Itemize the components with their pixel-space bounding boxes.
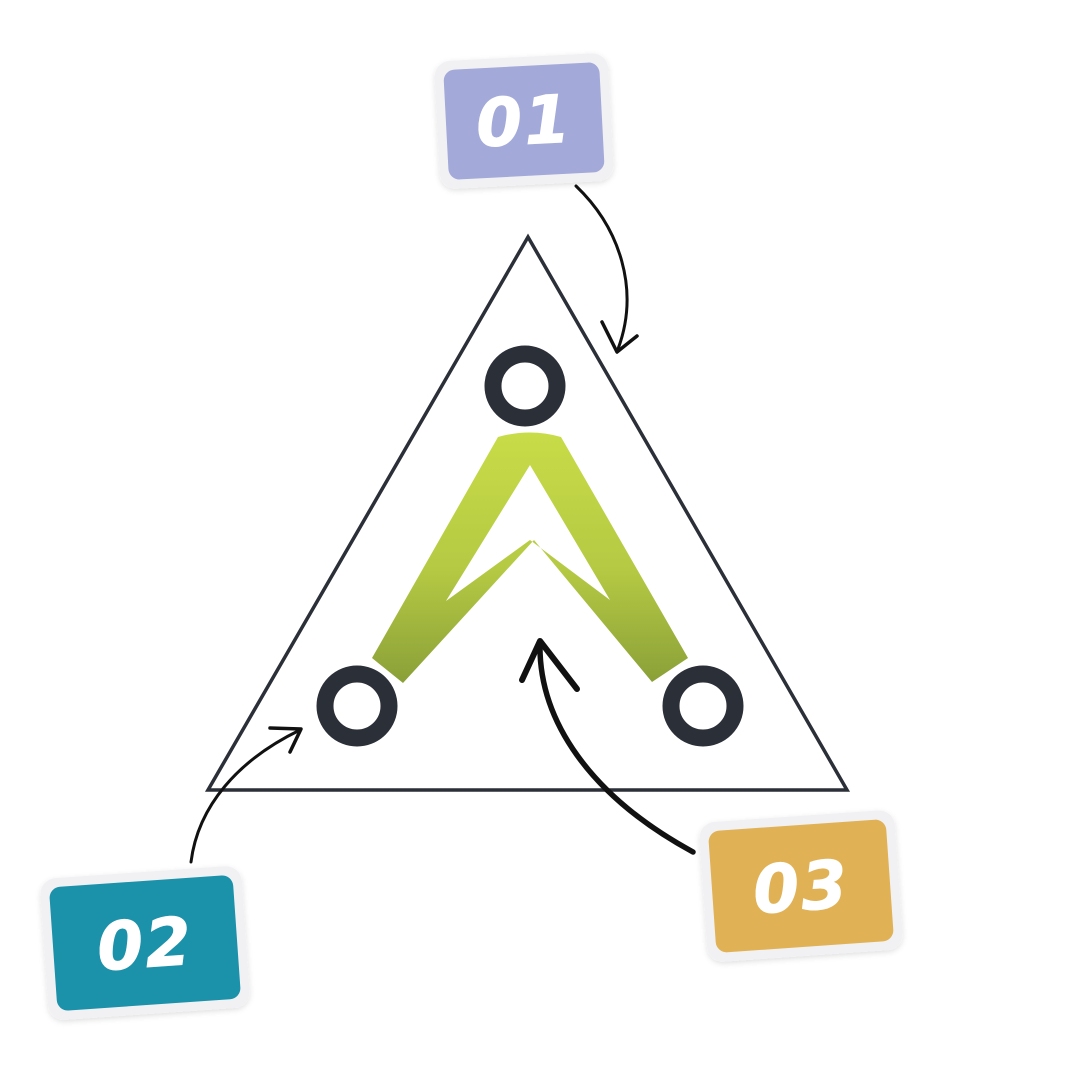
badge-03: 03 [699,810,903,962]
logo-chevron-shape [372,432,688,683]
badge-01-label: 01 [474,81,574,163]
left-ring-node-icon [316,665,398,747]
badge-02-label: 02 [95,903,196,986]
arrow-01-curved-arrow-icon [574,184,639,354]
triangle-outline [204,233,851,792]
chevron-a-logo [372,432,688,683]
badge-03-fill [708,819,894,953]
right-ring-node-icon [662,665,744,747]
top-ring-node-icon [484,345,566,427]
badge-01-fill [443,62,605,180]
badge-02: 02 [40,866,250,1020]
badge-02-fill [49,875,241,1011]
arrow-02-curved-arrow-icon [189,726,303,864]
arrow-03-curved-arrow-icon [519,638,696,855]
badge-01: 01 [434,53,614,189]
badge-03-label: 03 [751,846,852,929]
